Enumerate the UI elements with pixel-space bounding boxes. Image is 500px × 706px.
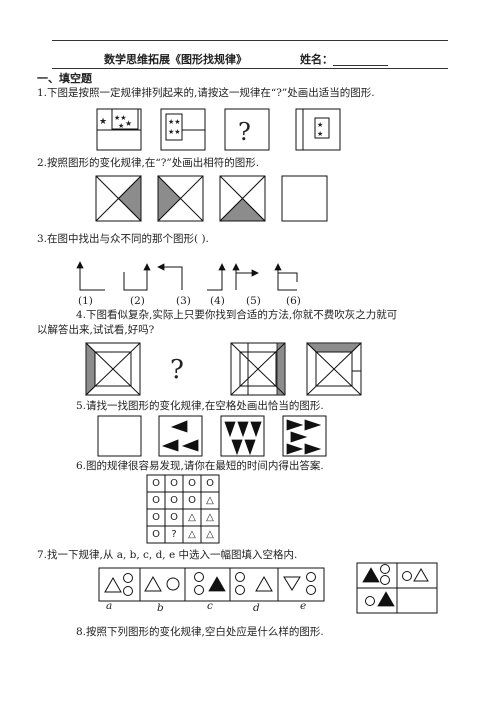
q6-grid-cell: O	[170, 495, 178, 506]
svg-text:★: ★	[118, 122, 124, 130]
name-field[interactable]	[333, 65, 388, 66]
q3-label-2: (2)	[130, 295, 145, 307]
q3-text: 3.在图中找出与众不同的那个图形( ).	[37, 233, 209, 245]
q6-grid-cell: △	[188, 512, 196, 523]
q6-grid-cell: O	[152, 478, 160, 489]
q6-grid-cell: O	[152, 512, 160, 523]
q6-grid-cell[interactable]: ?	[171, 529, 177, 540]
q7-option-b: b	[157, 602, 164, 614]
q6-grid-cell: O	[206, 478, 214, 489]
q7-option-a: a	[106, 600, 113, 612]
q1-text: 1.下图是按照一定规律排列起来的,请按这一规律在“?”处画出适当的图形.	[37, 87, 375, 99]
q6-grid-cell: △	[206, 495, 214, 506]
q4-question-mark: ?	[170, 355, 184, 385]
q4-text-line2: 以解答出来,试试看,好吗?	[37, 324, 155, 336]
q7-option-d: d	[253, 602, 260, 614]
q7-option-c: c	[207, 600, 213, 612]
q6-grid-cell: O	[188, 478, 196, 489]
page-title: 数学思维拓展《图形找规律》	[104, 53, 247, 66]
header-top-rule	[52, 40, 448, 41]
q6-grid-cell: O	[152, 495, 160, 506]
q6-grid-cell: △	[206, 529, 214, 540]
svg-text:★: ★	[317, 121, 323, 129]
q7-option-e: e	[300, 600, 307, 612]
q8-text: 8.按照下列图形的变化规律,空白处应是什么样的图形.	[76, 626, 324, 638]
q6-grid-cell: △	[188, 529, 196, 540]
svg-text:★: ★	[125, 119, 132, 128]
svg-text:★: ★	[99, 117, 107, 127]
q3-label-4: (4)	[210, 295, 225, 307]
q6-grid-cell: O	[188, 495, 196, 506]
q3-label-1: (1)	[78, 295, 93, 307]
q2-text: 2.按照图形的变化规律,在“?”处画出相符的图形.	[37, 157, 260, 169]
q1-question-mark: ?	[238, 118, 251, 146]
q3-label-3: (3)	[176, 295, 191, 307]
q6-grid-cell: O	[152, 529, 160, 540]
svg-text:★: ★	[317, 130, 323, 138]
q6-grid-cell: O	[170, 478, 178, 489]
section-title: 一、填空题	[37, 72, 92, 85]
header-bottom-rule	[52, 68, 448, 69]
q6-text: 6.图的规律很容易发现,请你在最短的时间内得出答案.	[76, 460, 324, 472]
q3-label-5: (5)	[246, 295, 261, 307]
q5-text: 5.请找一找图形的变化规律,在空格处画出恰当的图形.	[76, 400, 324, 412]
q7-text: 7.找一下规律,从 a, b, c, d, e 中选入一幅图填入空格内.	[37, 549, 298, 561]
svg-text:★★: ★★	[168, 118, 181, 126]
q4-text-line1: 4.下图看似复杂,实际上只要你找到合适的方法,你就不费吹灰之力就可	[76, 309, 398, 321]
name-label: 姓名：	[300, 53, 333, 66]
q6-grid-cell: △	[206, 512, 214, 523]
q6-grid-cell: O	[170, 512, 178, 523]
svg-text:★★: ★★	[168, 128, 181, 136]
q3-label-6: (6)	[286, 295, 301, 307]
svg-text:★★: ★★	[114, 114, 127, 122]
